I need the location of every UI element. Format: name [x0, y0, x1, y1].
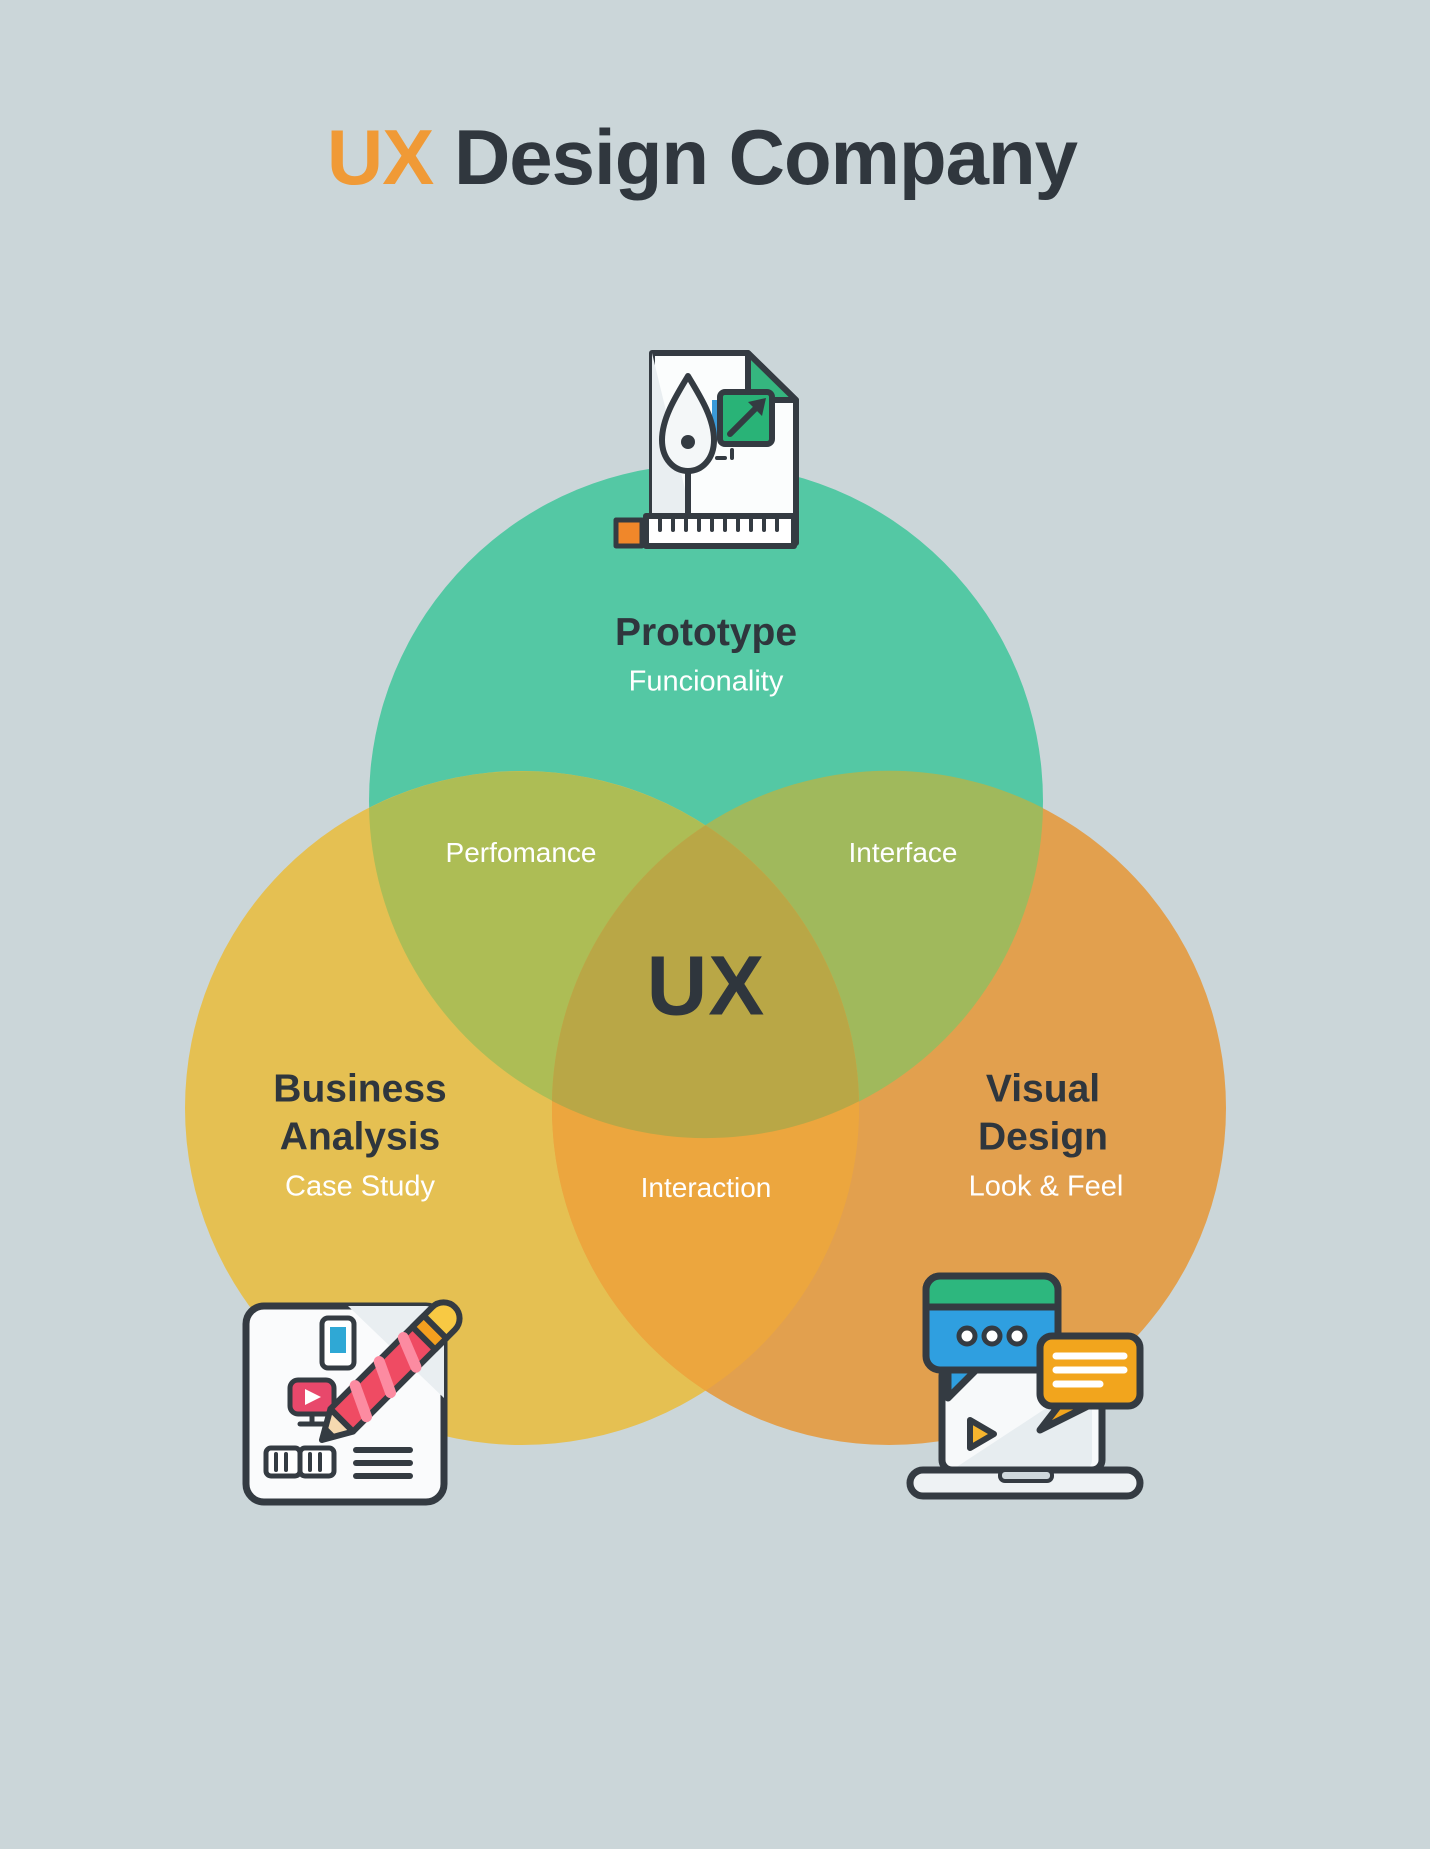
- overlap-interface-label: Interface: [848, 837, 958, 868]
- page-title: UX Design Company: [0, 112, 1404, 203]
- business-analysis-label: Business Analysis: [273, 1067, 447, 1158]
- visual-design-label: Visual Design: [977, 1067, 1109, 1158]
- prototype-sublabel: Funcionality: [628, 665, 784, 698]
- title-rest: Design Company: [433, 113, 1078, 201]
- center-ux-region: [551, 825, 859, 1139]
- notebook-pencil-icon: [242, 1299, 463, 1506]
- overlap-interaction-label: Interaction: [640, 1172, 772, 1203]
- laptop-chat-icon: [906, 1272, 1144, 1500]
- overlap-performance-label: Perfomance: [445, 837, 597, 868]
- center-ux-label: UX: [646, 938, 766, 1033]
- design-file-pen-tool-icon: [613, 350, 799, 549]
- prototype-label: Prototype: [614, 611, 798, 655]
- business-analysis-sublabel: Case Study: [285, 1170, 435, 1203]
- visual-design-sublabel: Look & Feel: [968, 1170, 1124, 1203]
- title-highlight: UX: [326, 113, 434, 201]
